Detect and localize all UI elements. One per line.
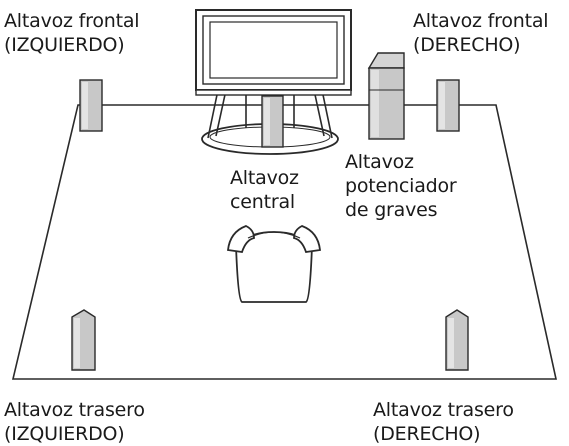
front-left-speaker	[79, 79, 103, 132]
label-center-speaker: Altavoz central	[230, 166, 299, 214]
label-front-right-line2: (DERECHO)	[413, 34, 521, 56]
subwoofer	[367, 52, 405, 140]
label-rear-left-line2: (IZQUIERDO)	[4, 423, 125, 445]
tv-stand-legs	[207, 89, 333, 139]
room-floor-outline	[11, 104, 557, 380]
rear-left-speaker	[71, 309, 96, 371]
label-rear-left-speaker: Altavoz trasero (IZQUIERDO)	[4, 398, 145, 446]
label-front-right-speaker: Altavoz frontal (DERECHO)	[413, 9, 549, 57]
label-front-right-line1: Altavoz frontal	[413, 10, 549, 32]
label-rear-left-line1: Altavoz trasero	[4, 399, 145, 421]
label-rear-right-line1: Altavoz trasero	[373, 399, 514, 421]
label-front-left-line1: Altavoz frontal	[4, 10, 140, 32]
tv-monitor	[195, 9, 352, 96]
label-front-left-speaker: Altavoz frontal (IZQUIERDO)	[4, 9, 140, 57]
label-rear-right-speaker: Altavoz trasero (DERECHO)	[373, 398, 514, 446]
label-center-line2: central	[230, 191, 295, 213]
label-center-line1: Altavoz	[230, 167, 299, 189]
label-subwoofer-line1: Altavoz	[345, 151, 414, 173]
label-subwoofer-line2: potenciador	[345, 175, 457, 197]
label-subwoofer: Altavoz potenciador de graves	[345, 150, 457, 222]
label-rear-right-line2: (DERECHO)	[373, 423, 481, 445]
label-front-left-line2: (IZQUIERDO)	[4, 34, 125, 56]
label-subwoofer-line3: de graves	[345, 199, 438, 221]
listening-chair	[227, 225, 321, 303]
center-speaker	[261, 95, 284, 148]
rear-right-speaker	[445, 309, 469, 371]
front-right-speaker	[436, 79, 460, 132]
